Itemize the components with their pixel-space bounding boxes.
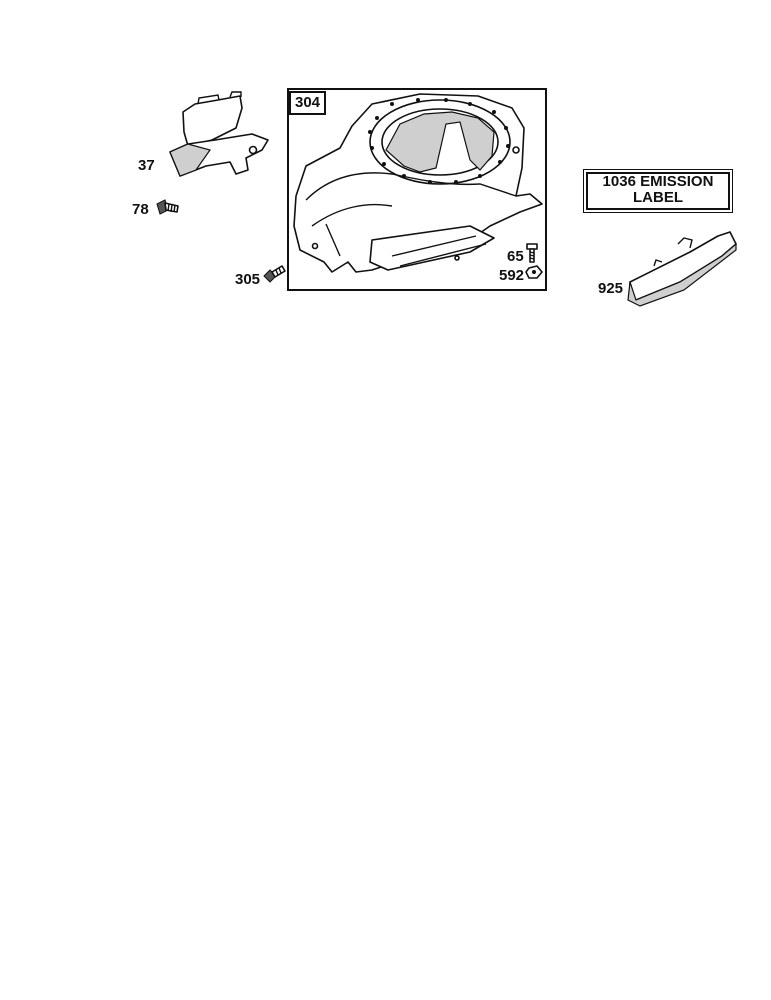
emission-label-line1: 1036 EMISSION [602,173,714,190]
part-78-label: 78 [132,201,149,218]
emission-label-box: 1036 EMISSION LABEL [586,172,730,210]
part-305-screw [263,265,286,283]
part-304-blower-housing [293,93,543,273]
part-925-cover [627,231,737,307]
part-592-nut [525,265,543,279]
emission-label-line2: LABEL [633,189,683,206]
part-592-label: 592 [499,267,525,284]
part-304-label: 304 [289,91,327,115]
part-37-label: 37 [138,157,155,174]
part-78-screw [156,199,179,215]
part-37-air-guide [169,91,269,177]
part-65-label: 65 [507,248,524,265]
part-925-label: 925 [598,280,624,297]
part-65-bolt [526,243,538,263]
part-304-frame [287,88,547,291]
part-305-label: 305 [235,271,261,288]
